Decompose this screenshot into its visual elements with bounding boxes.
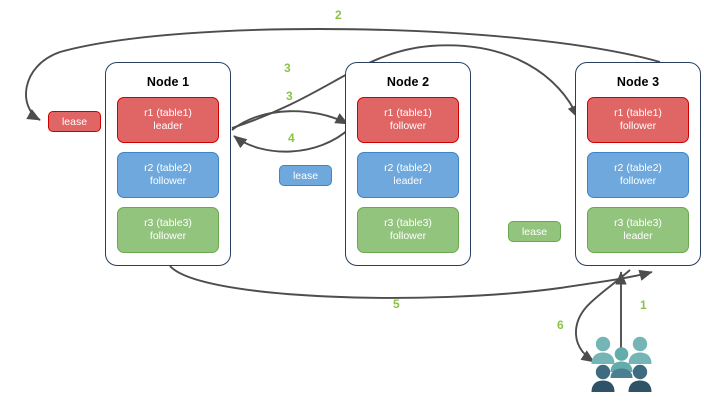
replica-line2: leader	[153, 120, 183, 132]
step-label-3-middle: 3	[286, 89, 293, 103]
replica-line2: leader	[623, 230, 653, 242]
replica-line1: r2 (table2)	[384, 162, 432, 174]
node-3-replica-r1[interactable]: r1 (table1) follower	[587, 97, 689, 143]
replica-line2: follower	[149, 175, 187, 187]
replica-line1: r1 (table1)	[614, 107, 662, 119]
replica-line1: r2 (table2)	[144, 162, 192, 174]
replica-line1: r1 (table1)	[144, 107, 192, 119]
node-3-container[interactable]: Node 3 r1 (table1) follower r2 (table2) …	[575, 62, 701, 266]
node-1-title: Node 1	[146, 75, 190, 89]
edge-step-4	[233, 127, 351, 153]
lease-badge-r1[interactable]: lease	[48, 111, 101, 132]
replica-line1: r3 (table3)	[144, 217, 192, 229]
node-1-replica-r2[interactable]: r2 (table2) follower	[117, 152, 219, 198]
step-label-4: 4	[288, 131, 295, 145]
node-3-replica-r3[interactable]: r3 (table3) leader	[587, 207, 689, 253]
node-1-replica-r3[interactable]: r3 (table3) follower	[117, 207, 219, 253]
edge-step-3-middle	[231, 110, 349, 131]
edge-step-2	[25, 28, 661, 121]
edge-step-5	[169, 265, 653, 299]
replica-line1: r3 (table3)	[384, 217, 432, 229]
edge-step-3-upper	[231, 44, 579, 129]
step-label-6: 6	[557, 318, 564, 332]
node-3-title: Node 3	[616, 75, 660, 89]
replica-line1: r1 (table1)	[384, 107, 432, 119]
node-2-replica-r3[interactable]: r3 (table3) follower	[357, 207, 459, 253]
edge-step-6	[575, 269, 631, 363]
node-2-title: Node 2	[386, 75, 430, 89]
node-1-replica-r1[interactable]: r1 (table1) leader	[117, 97, 219, 143]
step-label-5: 5	[393, 297, 400, 311]
replica-line1: r3 (table3)	[614, 217, 662, 229]
replica-line2: follower	[389, 120, 427, 132]
node-2-container[interactable]: Node 2 r1 (table1) follower r2 (table2) …	[345, 62, 471, 266]
node-3-replica-r2[interactable]: r2 (table2) follower	[587, 152, 689, 198]
lease-badge-r3[interactable]: lease	[508, 221, 561, 242]
users-icon	[588, 334, 656, 396]
replica-line2: follower	[149, 230, 187, 242]
node-1-container[interactable]: Node 1 r1 (table1) leader r2 (table2) fo…	[105, 62, 231, 266]
replica-line1: r2 (table2)	[614, 162, 662, 174]
step-label-1: 1	[640, 298, 647, 312]
replica-line2: follower	[389, 230, 427, 242]
replica-line2: follower	[619, 120, 657, 132]
node-2-replica-r1[interactable]: r1 (table1) follower	[357, 97, 459, 143]
step-label-2: 2	[335, 8, 342, 22]
replica-line2: follower	[619, 175, 657, 187]
step-label-3-upper: 3	[284, 61, 291, 75]
replica-line2: leader	[393, 175, 423, 187]
node-2-replica-r2[interactable]: r2 (table2) leader	[357, 152, 459, 198]
lease-badge-r2[interactable]: lease	[279, 165, 332, 186]
